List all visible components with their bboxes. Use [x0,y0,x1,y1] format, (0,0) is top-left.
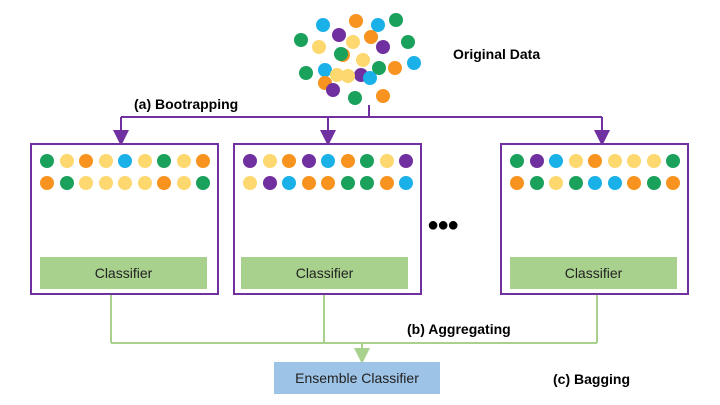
sample-point-yellow [176,154,191,168]
sample-point-orange [282,154,296,168]
sample-point-yellow [379,154,394,168]
sample-point-blue [607,176,622,190]
ensemble-classifier: Ensemble Classifier [274,362,440,394]
bootstrapping-label: (a) Bootrapping [134,96,239,112]
sample-point-blue [321,154,335,168]
sample-point-orange [157,176,171,190]
data-point-blue [371,18,385,32]
sample-point-blue [118,154,132,168]
sample-point-yellow [568,154,583,168]
sample-point-green [568,176,583,190]
sample-point-orange [588,154,602,168]
sample-point-blue [588,176,602,190]
sample-point-orange [510,176,524,190]
sample-point-yellow [79,176,93,190]
sample-point-yellow [118,176,132,190]
sample-point-orange [196,154,210,168]
sample-point-orange [627,176,641,190]
sample-point-orange [79,154,93,168]
data-point-blue [407,56,421,70]
sample-point-orange [379,176,394,190]
sample-point-purple [262,176,277,190]
data-point-orange [349,14,363,28]
data-point-green [372,61,386,75]
data-point-green [401,35,415,49]
sample-point-green [59,176,74,190]
data-point-green [299,66,313,80]
sample-point-yellow [98,154,113,168]
data-point-yellow [346,35,360,49]
sample-point-green [529,176,544,190]
data-point-green [348,91,362,105]
data-point-yellow [330,68,344,82]
data-point-orange [388,61,402,75]
sample-point-purple [301,154,316,168]
sample-point-purple [529,154,544,168]
aggregating-label: (b) Aggregating [407,321,511,337]
data-point-yellow [356,53,370,67]
sample-point-green [666,154,680,168]
sample-point-green [360,154,374,168]
sample-point-green [646,176,661,190]
sample-point-orange [340,154,355,168]
sample-point-orange [40,176,54,190]
sample-point-green [510,154,524,168]
sample-point-orange [321,176,335,190]
sample-point-blue [282,176,296,190]
sample-point-orange [301,176,316,190]
sample-point-yellow [549,176,563,190]
data-point-blue [318,63,332,77]
sample-point-yellow [627,154,641,168]
sample-point-yellow [98,176,113,190]
data-point-purple [326,83,340,97]
data-point-green [294,33,308,47]
classifier-3: Classifier [510,257,677,289]
sample-point-yellow [137,154,152,168]
data-point-orange [364,30,378,44]
sample-point-green [360,176,374,190]
sample-point-yellow [262,154,277,168]
bagging-label: (c) Bagging [553,371,630,387]
data-point-yellow [312,40,326,54]
sample-point-green [340,176,355,190]
sample-point-yellow [59,154,74,168]
sample-point-yellow [646,154,661,168]
sample-point-purple [243,154,257,168]
sample-point-yellow [243,176,257,190]
data-point-green [389,13,403,27]
sample-point-green [40,154,54,168]
classifier-2: Classifier [241,257,408,289]
data-point-orange [376,89,390,103]
sample-point-yellow [137,176,152,190]
sample-point-blue [399,176,413,190]
sample-point-orange [666,176,680,190]
data-point-yellow [341,69,355,83]
classifier-1: Classifier [40,257,207,289]
sample-point-yellow [607,154,622,168]
data-point-blue [316,18,330,32]
data-point-purple [332,28,346,42]
sample-point-green [157,154,171,168]
data-point-blue [363,71,377,85]
sample-point-yellow [176,176,191,190]
original-data-label: Original Data [453,46,541,62]
data-point-green [334,47,348,61]
sample-point-blue [549,154,563,168]
sample-point-green [196,176,210,190]
data-point-purple [376,40,390,54]
sample-point-purple [399,154,413,168]
ellipsis-dots: ●●● [427,214,459,236]
